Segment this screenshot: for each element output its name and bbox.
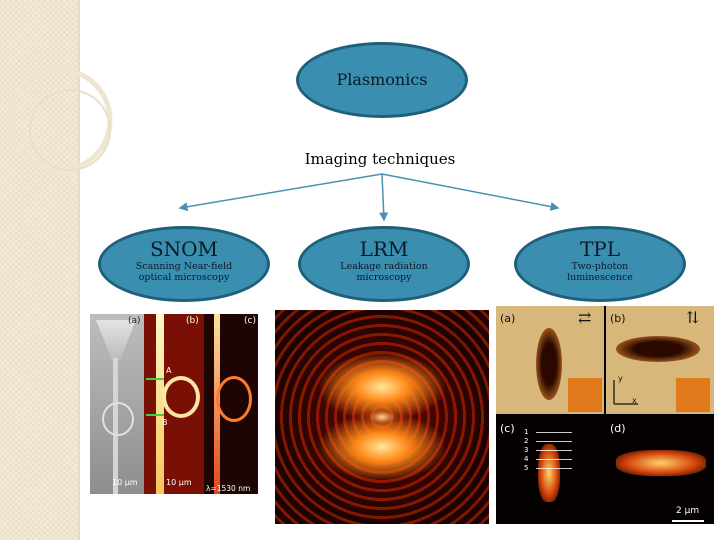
lrm-image (275, 310, 489, 524)
snom-description: Scanning Near-field optical microscopy (135, 261, 233, 283)
decorative-rings (7, 67, 113, 173)
snom-label-a: (a) (128, 316, 141, 326)
tpl-glow-d (616, 450, 706, 476)
tpl-image: ⇄ ⇅ y x (a) (b) (c) (d) 1 2 3 4 5 2 μm (496, 306, 714, 524)
snom-panel-a (90, 314, 144, 494)
tpl-panel-b: ⇅ y x (606, 306, 714, 414)
snom-panel-c (204, 314, 258, 494)
lrm-description: Leakage radiation microscopy (340, 261, 428, 283)
tpl-row-3: 3 (524, 446, 529, 454)
waveguide-b (156, 314, 164, 494)
tpl-row-2: 2 (524, 437, 529, 445)
snom-panel-b (144, 314, 204, 494)
tpl-axis-x: x (632, 396, 637, 405)
tpl-blob-b (616, 336, 700, 362)
lrm-node: LRM Leakage radiation microscopy (298, 226, 470, 302)
plasmonics-label: Plasmonics (336, 70, 428, 89)
ring-b (162, 376, 200, 418)
snom-label-c: (c) (244, 316, 256, 326)
tpl-node: TPL Two-photon luminescence (514, 226, 686, 302)
snom-scale-a: 10 μm (112, 478, 138, 487)
tpl-panel-a: ⇄ (496, 306, 604, 414)
tpl-panel-c (496, 416, 604, 524)
marker-line-b (146, 414, 164, 416)
tpl-blob-a (536, 328, 562, 400)
tpl-axes-icon (613, 380, 638, 405)
connector-to-tpl (381, 173, 560, 211)
snom-wavelength: λ=1530 nm (206, 484, 251, 493)
tpl-label-a: (a) (500, 312, 516, 325)
taper-shape (96, 320, 136, 360)
tpl-inset-b (676, 378, 710, 412)
snom-marker-b: B (162, 418, 168, 427)
ring-c (216, 376, 252, 422)
lrm-title: LRM (359, 237, 409, 261)
snom-title: SNOM (149, 237, 219, 261)
snom-scale-b: 10 μm (166, 478, 192, 487)
tpl-panel-d (606, 416, 714, 524)
lrm-glow (275, 310, 489, 524)
snom-marker-a: A (166, 366, 172, 375)
tpl-row-4: 4 (524, 455, 529, 463)
tpl-row-1: 1 (524, 428, 529, 436)
tpl-label-d: (d) (610, 422, 626, 435)
tpl-scale-bar (672, 520, 704, 522)
tpl-row-5: 5 (524, 464, 529, 472)
tpl-label-c: (c) (500, 422, 515, 435)
tpl-axis-y: y (618, 374, 623, 383)
connector-to-snom (178, 173, 383, 212)
tpl-arrow-vertical: ⇅ (686, 308, 700, 327)
imaging-techniques-heading: Imaging techniques (304, 150, 456, 168)
snom-label-b: (b) (186, 316, 199, 326)
tpl-inset-a (568, 378, 602, 412)
ring-a (102, 402, 134, 436)
snom-node: SNOM Scanning Near-field optical microsc… (98, 226, 270, 302)
plasmonics-node: Plasmonics (296, 42, 468, 118)
connector-to-lrm (379, 173, 389, 222)
tpl-title: TPL (579, 237, 621, 261)
tpl-description: Two-photon luminescence (567, 261, 633, 283)
tpl-arrow-horizontal: ⇄ (578, 308, 592, 327)
snom-image: (a) (b) (c) A B 10 μm 10 μm λ=1530 nm (90, 314, 258, 494)
tpl-scale-label: 2 μm (676, 506, 700, 516)
tpl-dashed-rows (536, 432, 572, 476)
tpl-label-b: (b) (610, 312, 626, 325)
marker-line-a (146, 378, 164, 380)
sidebar-divider (78, 0, 80, 540)
